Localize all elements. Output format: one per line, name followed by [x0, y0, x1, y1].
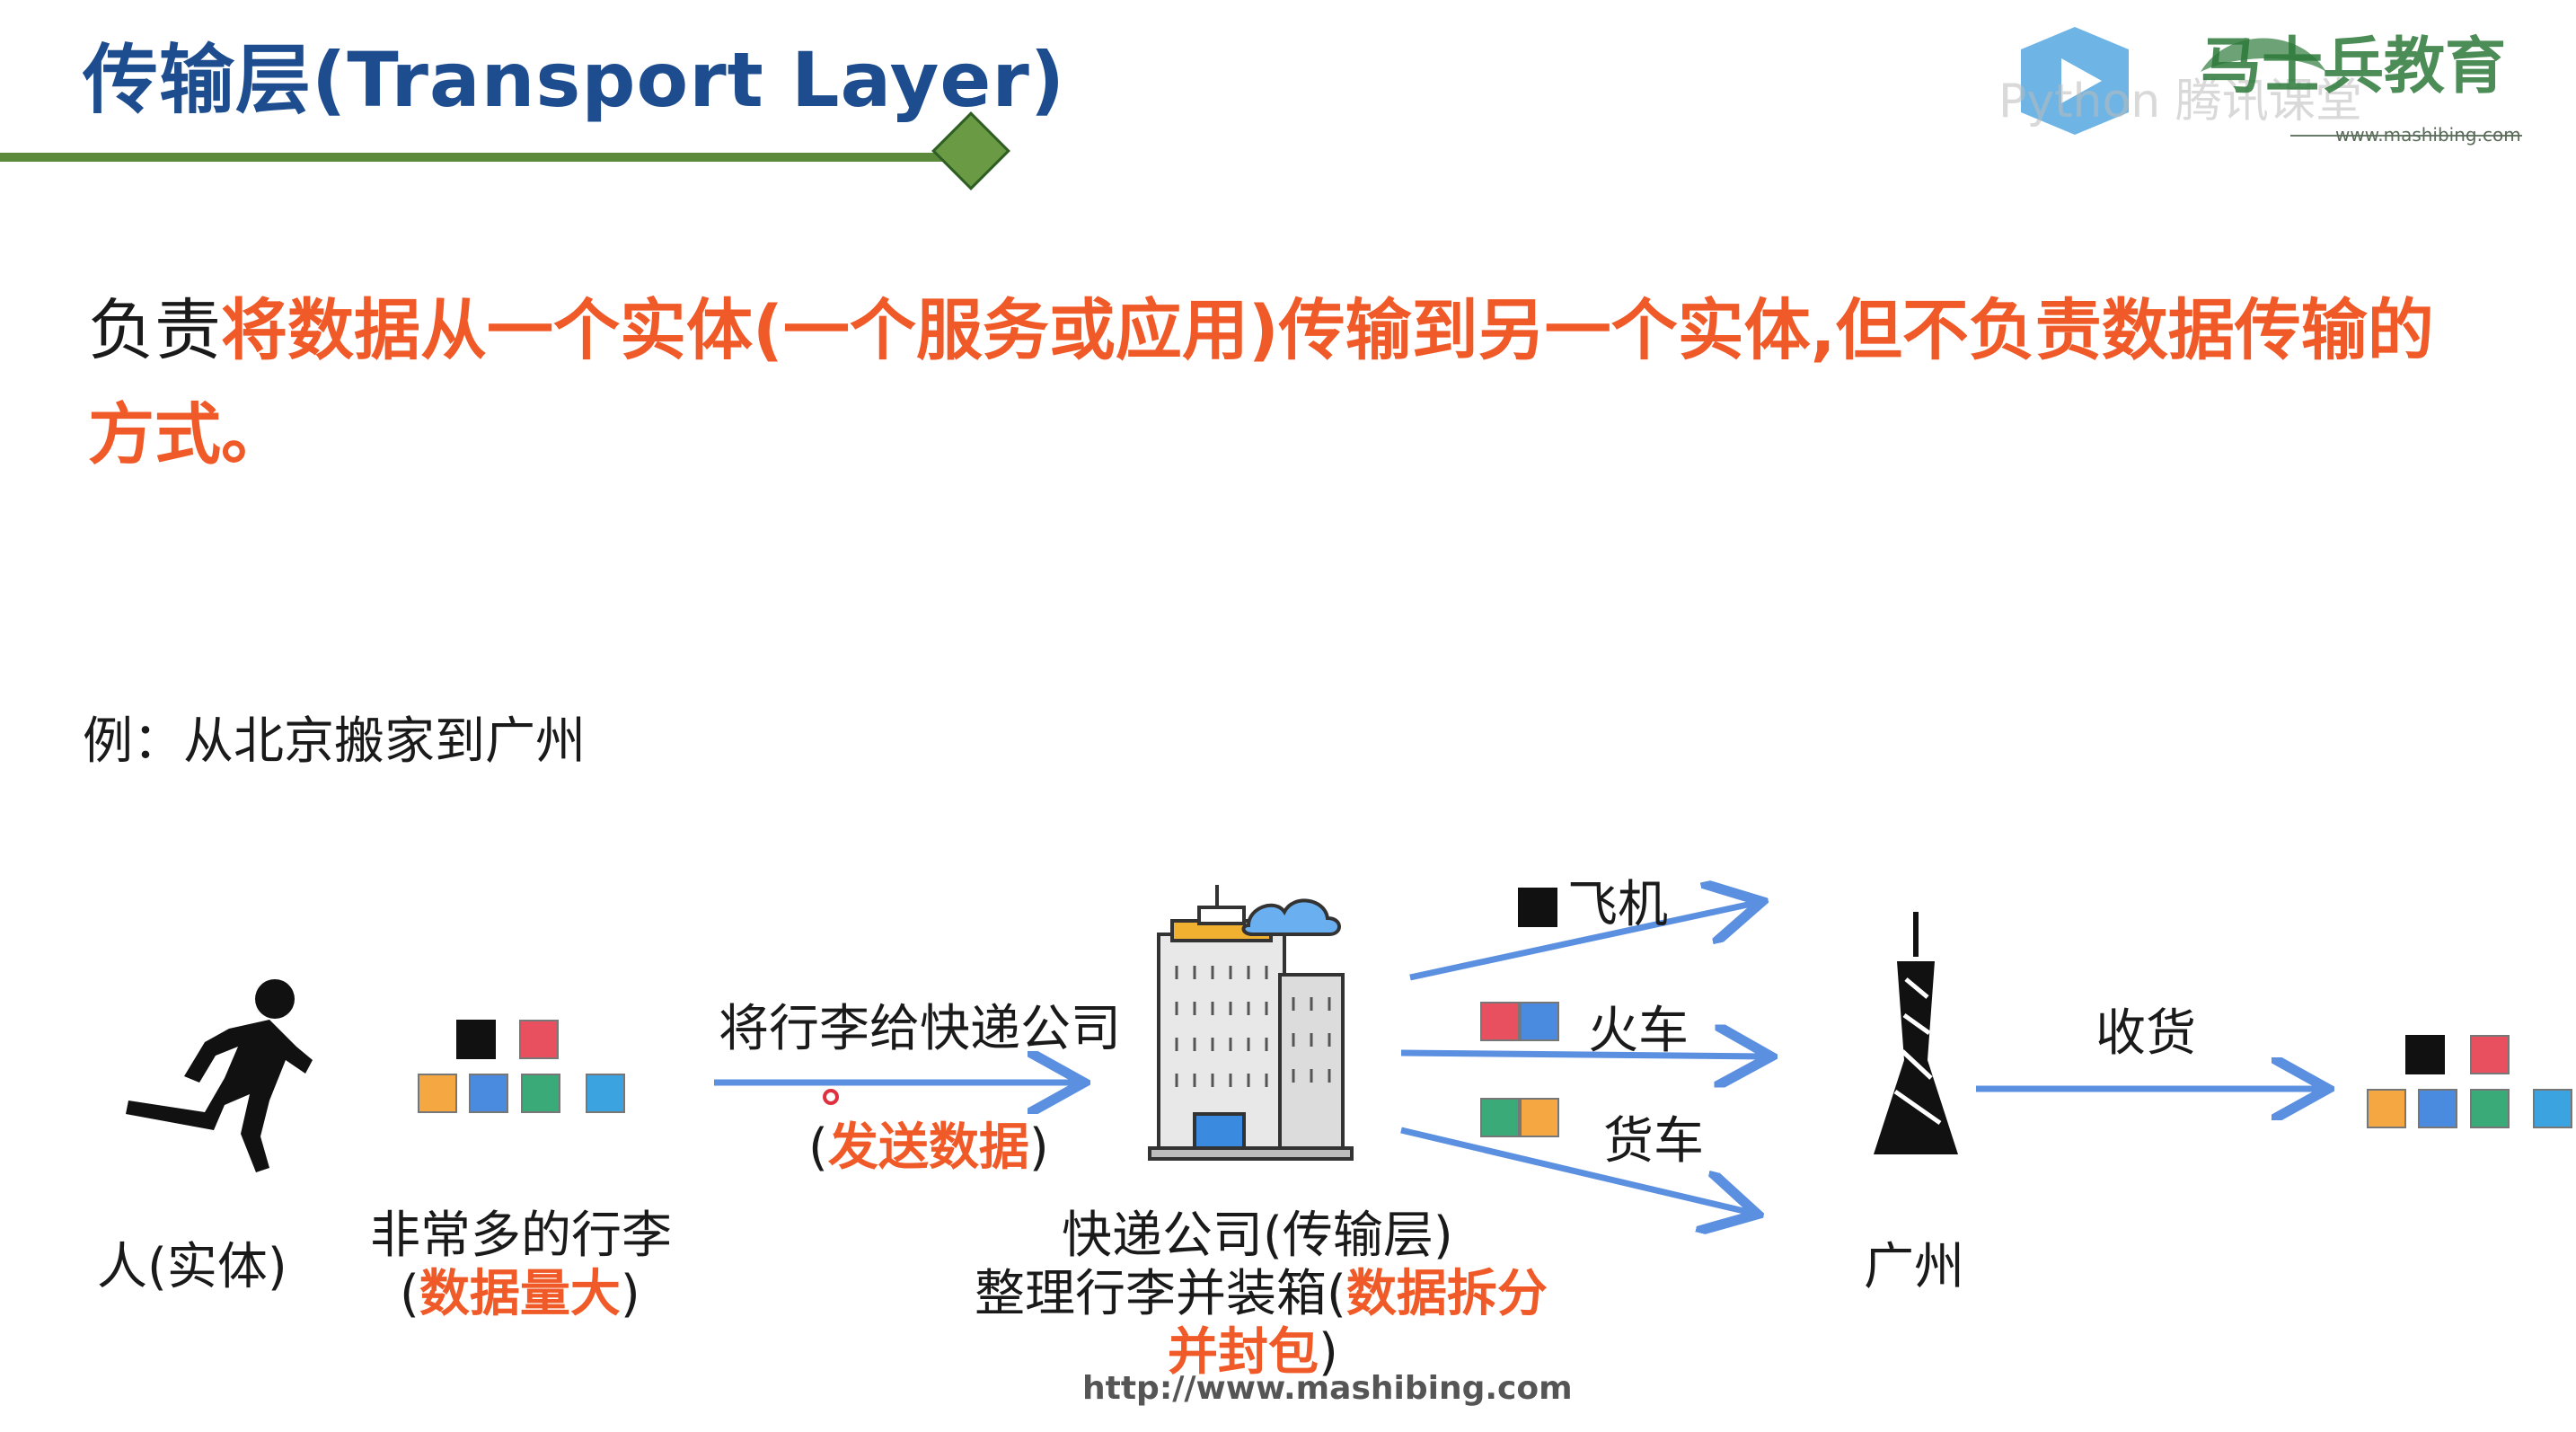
company-label-line3: 并封包) — [1168, 1312, 1338, 1384]
paren: ) — [620, 1265, 640, 1323]
send-label-top: 将行李给快递公司 — [719, 1000, 1121, 1058]
paren: ) — [1319, 1323, 1338, 1382]
luggage-label-line2: (数据量大) — [400, 1253, 640, 1326]
arrow-train — [1400, 1053, 1765, 1056]
example-caption: 例：从北京搬家到广州 — [83, 712, 586, 771]
footer-url: http://www.mashibing.com — [1082, 1370, 1573, 1407]
luggage-label-line1: 非常多的行李 — [370, 1207, 672, 1265]
company-label-line2: 整理行李并装箱(数据拆分 — [975, 1253, 1548, 1326]
person-label: 人(实体) — [97, 1238, 287, 1296]
plane-box — [1518, 888, 1557, 927]
city-label: 广州 — [1864, 1238, 1964, 1296]
cursor-dot — [823, 1089, 839, 1105]
truck-box — [1520, 1098, 1559, 1137]
headline: 负责将数据从一个实体(一个服务或应用)传输到另一个实体,但不负责数据传输的方式。 — [88, 278, 2495, 487]
building-icon — [1148, 885, 1354, 1161]
luggage-block — [456, 1020, 496, 1059]
luggage-block — [469, 1074, 508, 1113]
receive-label: 收货 — [2095, 1004, 2196, 1063]
page-title: 传输层(Transport Layer) — [83, 36, 1066, 124]
luggage-block — [586, 1074, 625, 1113]
logo-rule — [2290, 135, 2522, 137]
arrow-truck — [1400, 1127, 1751, 1213]
luggage-block — [418, 1074, 457, 1113]
luggage-block — [519, 1020, 559, 1059]
received-block — [2418, 1089, 2457, 1128]
headline-highlight: 将数据从一个实体(一个服务或应用)传输到另一个实体,但不负责数据传输的方式。 — [88, 292, 2434, 473]
route-train-label: 火车 — [1588, 1002, 1689, 1060]
send-label-bottom: (发送数据) — [808, 1107, 1049, 1180]
running-person-icon — [126, 979, 313, 1172]
received-block — [2405, 1035, 2445, 1074]
title-underline — [0, 153, 952, 162]
route-plane-label: 飞机 — [1567, 876, 1668, 934]
arrow-plane — [1409, 903, 1756, 981]
truck-box — [1480, 1098, 1520, 1137]
paren: ( — [808, 1118, 828, 1177]
train-box — [1480, 1002, 1520, 1041]
canton-tower-icon — [1874, 912, 1958, 1154]
logo-text: 马士兵教育 — [2201, 31, 2507, 102]
route-truck-label: 货车 — [1603, 1112, 1704, 1171]
received-block — [2470, 1035, 2510, 1074]
received-block — [2533, 1089, 2572, 1128]
logo-graphic — [2021, 27, 2326, 135]
train-box — [1520, 1002, 1559, 1041]
luggage-label-red: 数据量大 — [419, 1265, 621, 1323]
paren: ) — [1028, 1118, 1049, 1177]
company-label-red: 数据拆分 — [1345, 1265, 1548, 1323]
paren: ( — [400, 1265, 419, 1323]
received-block — [2367, 1089, 2406, 1128]
company-label-plain: 整理行李并装箱( — [975, 1265, 1346, 1323]
building-windows — [1175, 966, 1331, 1087]
logo-watermark: Python 腾讯课堂 — [1998, 75, 2362, 128]
luggage-block — [521, 1074, 560, 1113]
company-label-red2: 并封包 — [1168, 1323, 1319, 1382]
headline-prefix: 负责 — [88, 292, 221, 369]
logo-url: www.mashibing.com — [2335, 124, 2521, 146]
send-label-red: 发送数据 — [827, 1118, 1029, 1177]
company-label-line1: 快递公司(传输层) — [1062, 1207, 1453, 1265]
received-block — [2470, 1089, 2510, 1128]
